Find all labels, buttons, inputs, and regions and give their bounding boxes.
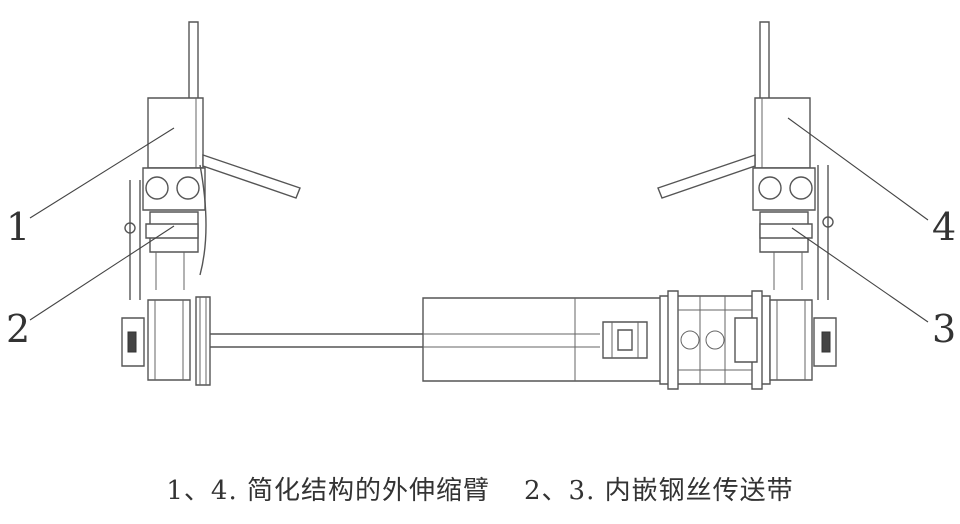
right-arm-box <box>755 98 810 168</box>
left-rod <box>189 22 198 100</box>
right-arm-assembly <box>658 22 836 380</box>
part-label-4: 4 <box>932 205 956 249</box>
right-belt-pulley <box>760 224 812 238</box>
caption-part-b: 2、3. 内嵌钢丝传送带 <box>524 476 794 506</box>
leader-line-3 <box>792 228 928 322</box>
leader-lines <box>30 118 928 322</box>
leader-line-1 <box>30 128 174 218</box>
right-wheel-drum <box>770 300 812 380</box>
left-belt-pulley <box>146 224 198 238</box>
figure-caption: 1、4. 简化结构的外伸缩臂 2、3. 内嵌钢丝传送带 <box>0 470 960 507</box>
part-label-1: 1 <box>6 205 30 249</box>
leader-line-4 <box>788 118 928 220</box>
left-inner-sprocket <box>196 297 210 385</box>
left-wheel-drum <box>148 300 190 380</box>
left-arm-assembly <box>122 22 300 385</box>
drive-shaft-assembly <box>205 291 770 389</box>
caption-part-a: 1、4. 简化结构的外伸缩臂 <box>166 476 490 506</box>
right-rod <box>760 22 769 100</box>
part-label-3: 3 <box>932 307 956 351</box>
leader-line-2 <box>30 226 174 320</box>
part-label-2: 2 <box>6 307 30 351</box>
left-arm-box <box>148 98 203 168</box>
